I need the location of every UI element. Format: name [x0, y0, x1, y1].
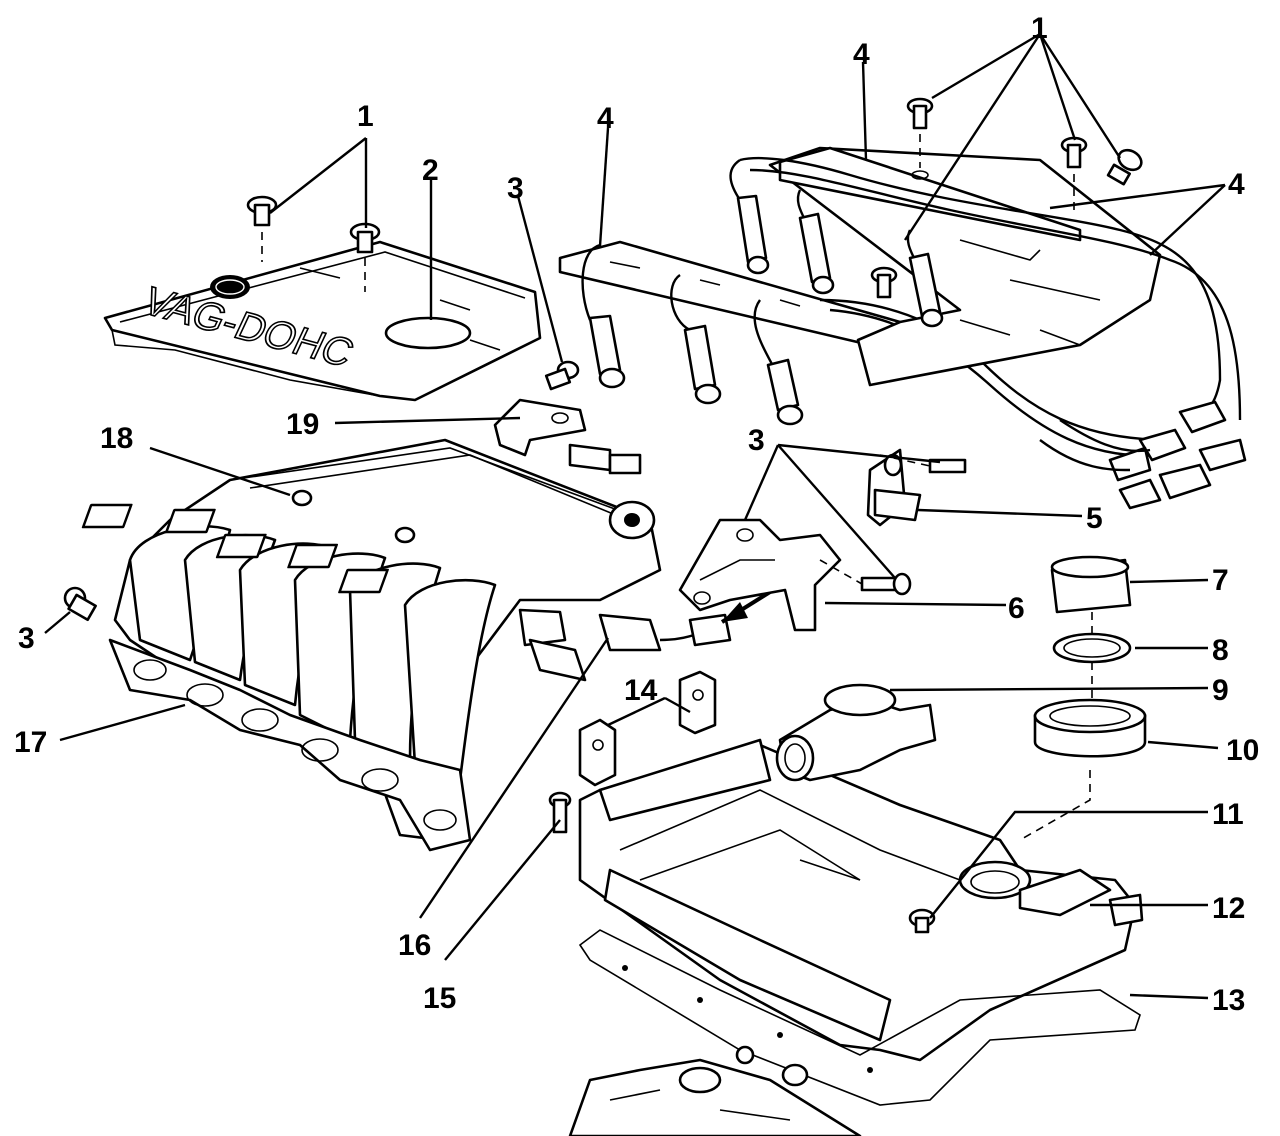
callout-7: 7	[1212, 564, 1229, 597]
valve-cover	[578, 738, 1144, 1106]
callout-11: 11	[1212, 798, 1244, 831]
nut-11	[908, 908, 936, 934]
callout-1a: 1	[357, 100, 374, 133]
bracket-6	[678, 518, 842, 632]
callout-labels: 1 1 2 3 4 4 4 19 18 3 5 7 6 3 8 14 9 17 …	[14, 12, 1259, 1017]
bolt-6	[819, 559, 912, 596]
callout-15: 15	[423, 982, 456, 1015]
callout-18: 18	[100, 422, 133, 455]
bolt-15	[548, 791, 572, 834]
cylinder-head-partial	[568, 1045, 862, 1136]
callout-10: 10	[1226, 734, 1259, 767]
callout-2: 2	[422, 154, 439, 187]
bracket-19	[493, 398, 587, 457]
flow-arrow	[720, 590, 772, 624]
callout-16: 16	[398, 929, 431, 962]
manifold-bolt-left	[63, 586, 97, 622]
pcv-valve-9	[775, 683, 937, 782]
callout-3a: 3	[507, 172, 524, 205]
callout-17: 17	[14, 726, 47, 759]
oil-filler-cap-7	[1050, 555, 1132, 614]
harness-bolt-1	[906, 97, 934, 180]
bracket-bolt	[544, 360, 580, 391]
plate-14b	[678, 670, 717, 735]
leader-lines	[44, 32, 1226, 1000]
callout-1b: 1	[1031, 12, 1048, 45]
harness-bolt-3	[1106, 148, 1143, 186]
callout-5: 5	[1086, 502, 1103, 535]
callout-19: 19	[286, 408, 319, 441]
ignition-wire-harness-front	[558, 240, 1171, 457]
callout-8: 8	[1212, 634, 1229, 667]
intake-manifold	[81, 438, 732, 852]
cap-axis-c	[1019, 770, 1091, 841]
callout-3c: 3	[18, 622, 35, 655]
engine-cover: VAG-DOHC	[103, 240, 542, 402]
cover-bolt-left	[246, 195, 278, 262]
callout-13: 13	[1212, 984, 1245, 1017]
cover-bolt-right	[349, 222, 381, 292]
callout-3b: 3	[748, 424, 765, 457]
callout-6: 6	[1008, 592, 1025, 625]
harness-bolt-4	[870, 266, 898, 299]
callout-4c: 4	[1228, 168, 1245, 201]
callout-4a: 4	[597, 102, 614, 135]
ring-8	[1052, 632, 1132, 664]
callout-9: 9	[1212, 674, 1229, 707]
bracket-5	[866, 448, 922, 527]
seal-10	[1033, 698, 1147, 758]
callout-12: 12	[1212, 892, 1245, 925]
plate-14a	[578, 718, 617, 787]
callout-4b: 4	[853, 38, 870, 71]
callout-14: 14	[624, 674, 658, 707]
